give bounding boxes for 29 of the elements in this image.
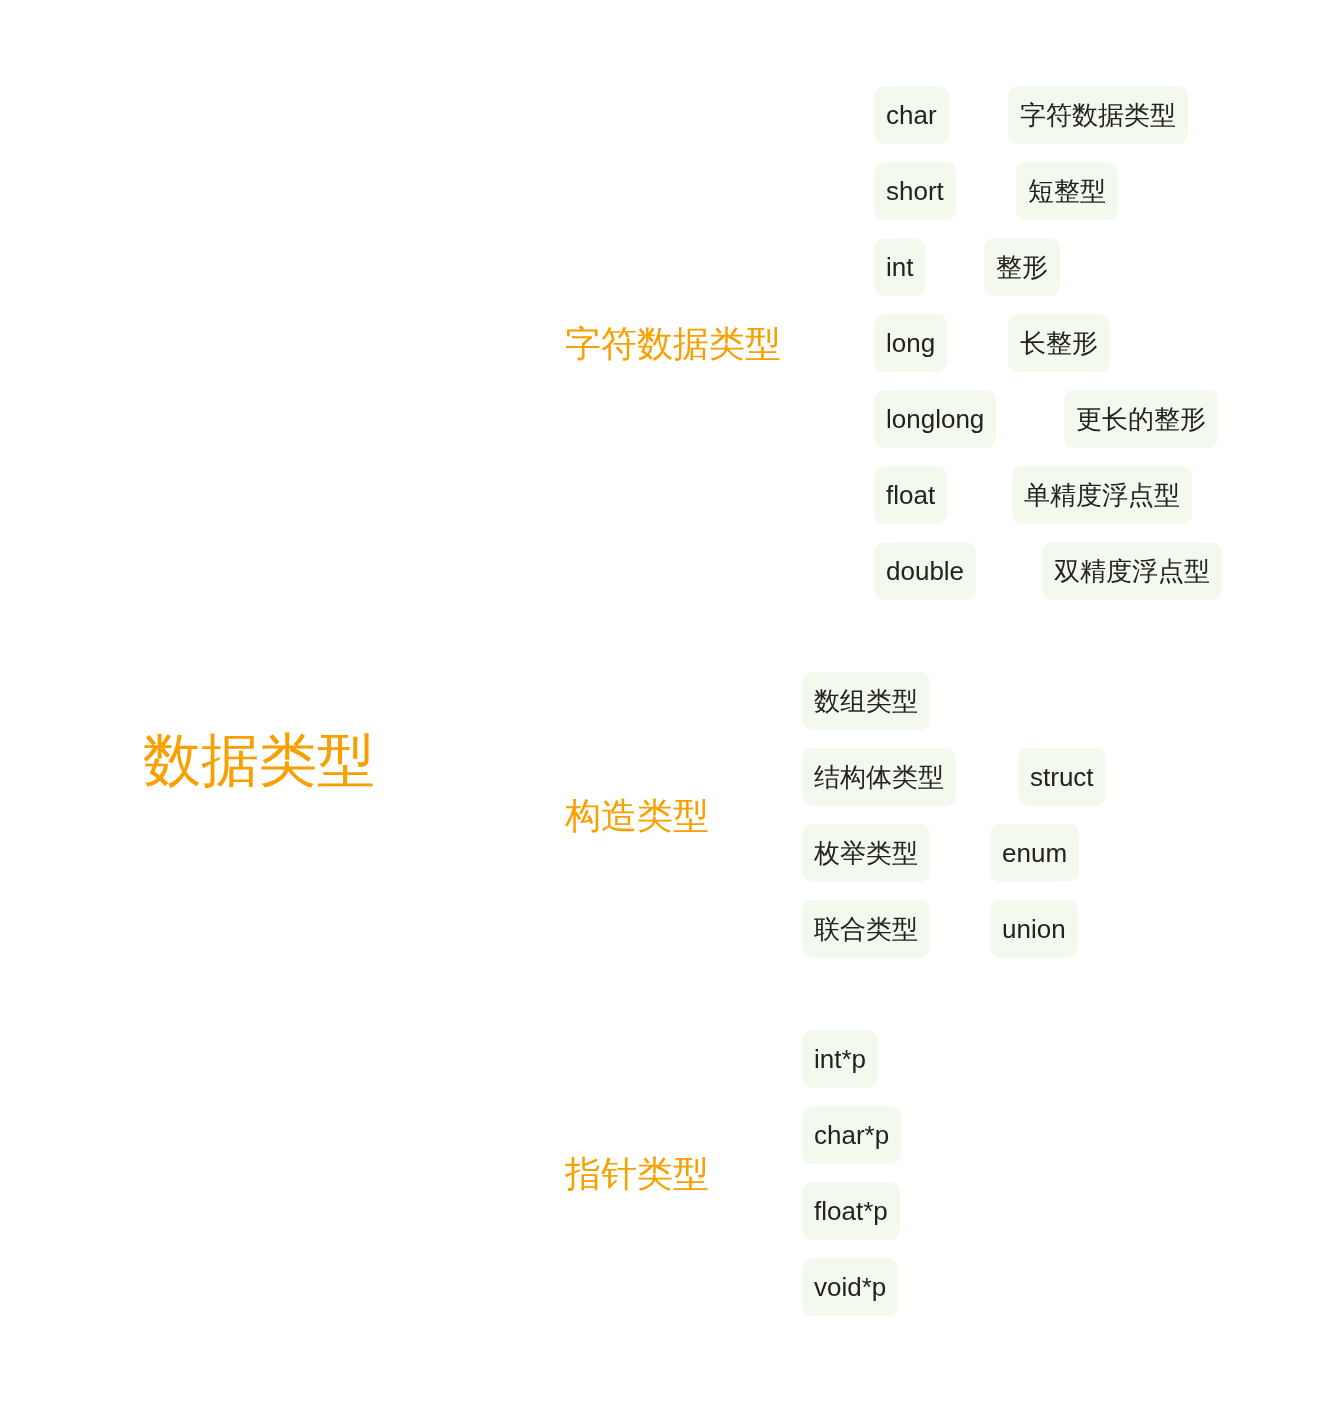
topic-box: float*p bbox=[802, 1182, 900, 1240]
topic-box: int bbox=[874, 238, 926, 296]
branch-topic: 字符数据类型 bbox=[565, 322, 781, 366]
topic-box: enum bbox=[990, 824, 1080, 882]
topic-box: char bbox=[874, 86, 949, 144]
topic-box: float bbox=[874, 466, 948, 524]
topic-box: 整形 bbox=[984, 238, 1060, 296]
topic-box: longlong bbox=[874, 390, 997, 448]
topic-box: void*p bbox=[802, 1258, 899, 1316]
branch-topic: 构造类型 bbox=[565, 794, 709, 838]
topic-box: double bbox=[874, 542, 977, 600]
central-topic: 数据类型 bbox=[143, 726, 375, 794]
topic-box: long bbox=[874, 314, 948, 372]
topic-box: short bbox=[874, 162, 956, 220]
topic-box: union bbox=[990, 900, 1078, 958]
topic-box: 双精度浮点型 bbox=[1042, 542, 1222, 600]
topic-box: 更长的整形 bbox=[1064, 390, 1218, 448]
topic-box: int*p bbox=[802, 1030, 879, 1088]
branch-topic: 指针类型 bbox=[565, 1152, 709, 1196]
topic-box: 数组类型 bbox=[802, 672, 930, 730]
topic-box: 单精度浮点型 bbox=[1012, 466, 1192, 524]
topic-box: 联合类型 bbox=[802, 900, 930, 958]
topic-box: 枚举类型 bbox=[802, 824, 930, 882]
topic-box: 长整形 bbox=[1008, 314, 1110, 372]
topic-box: 短整型 bbox=[1016, 162, 1118, 220]
topic-box: 字符数据类型 bbox=[1008, 86, 1188, 144]
topic-box: 结构体类型 bbox=[802, 748, 956, 806]
topic-box: char*p bbox=[802, 1106, 902, 1164]
topic-box: struct bbox=[1018, 748, 1106, 806]
